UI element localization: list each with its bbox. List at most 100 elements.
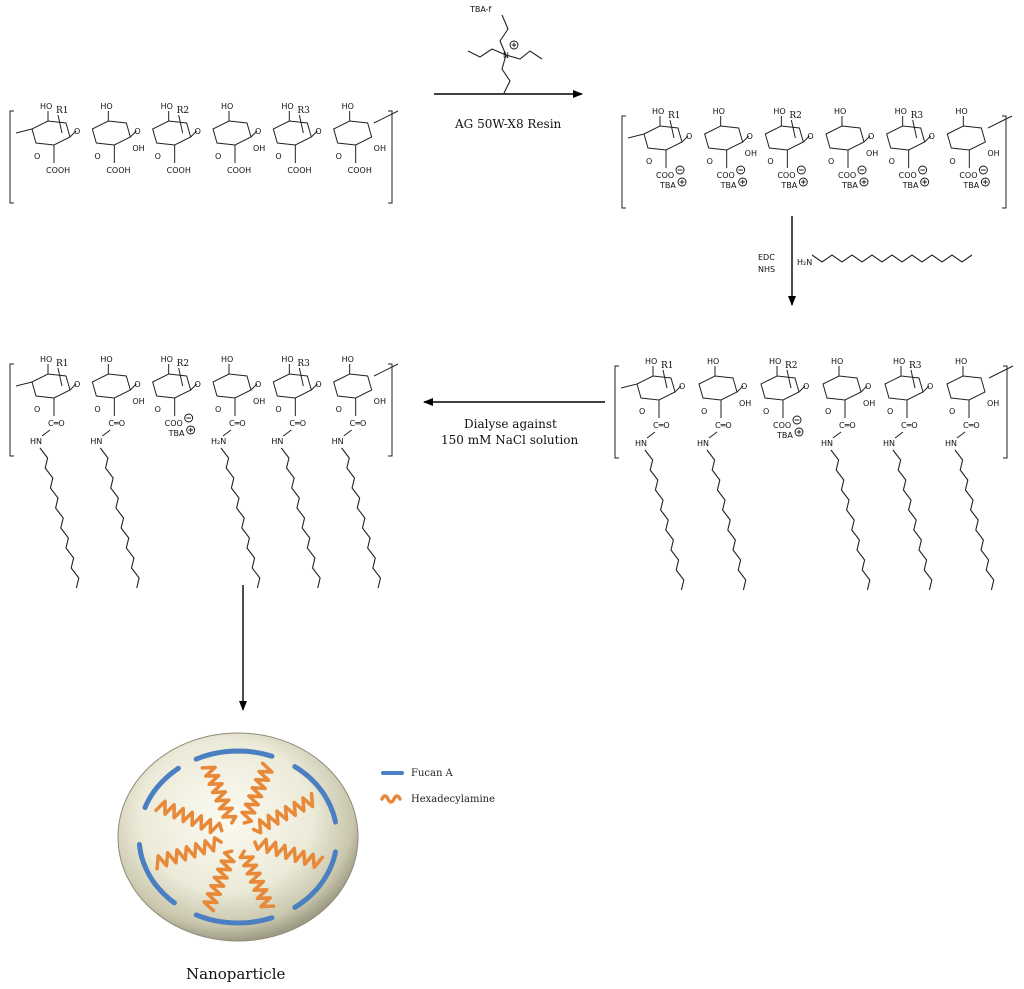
hydroxyl-label: OH xyxy=(863,399,875,408)
amide-bond xyxy=(41,429,51,437)
substituent-label: R2 xyxy=(177,359,190,369)
ring-oxygen-label: O xyxy=(707,157,713,166)
dialysis-line1: Dialyse against xyxy=(464,417,557,431)
amide-carbonyl-label: C═O xyxy=(653,421,670,430)
hexadecylamine-reagent-chain xyxy=(811,254,973,263)
glycosidic-bond xyxy=(250,383,258,391)
glycosidic-oxygen-label: O xyxy=(255,127,261,136)
terminal-bond xyxy=(987,115,1013,129)
hydroxyl-label: HO xyxy=(40,102,52,111)
nanoparticle-body xyxy=(117,732,359,942)
hydroxyl-label: HO xyxy=(707,357,719,366)
tba-counterion-label: TBA xyxy=(720,181,737,190)
hydroxyl-label: HO xyxy=(773,107,785,116)
tba-counterion-label: TBA xyxy=(962,181,979,190)
glycosidic-oxygen-label: O xyxy=(195,127,201,136)
ring-oxygen-label: O xyxy=(949,407,955,416)
substituent-bond xyxy=(298,114,304,134)
amide-carbonyl-label: C═O xyxy=(350,419,367,428)
terminal-bond xyxy=(15,128,33,134)
glycosidic-bond xyxy=(863,135,871,143)
tba-counterion-label: TBA xyxy=(659,181,676,190)
carboxylic-acid-label: COOH xyxy=(167,166,191,175)
substituent-bond xyxy=(178,114,184,134)
legend-hexadecylamine-swatch xyxy=(380,794,402,804)
glycosidic-oxygen-label: O xyxy=(134,127,140,136)
substituent-bond xyxy=(912,119,918,139)
ring-oxygen-label: O xyxy=(155,405,161,414)
hydroxyl-label: HO xyxy=(713,107,725,116)
amide-nh-label: HN xyxy=(90,437,102,446)
hydroxyl-label: HO xyxy=(834,107,846,116)
hydroxyl-label: OH xyxy=(253,397,265,406)
glycosidic-oxygen-label: O xyxy=(927,382,933,391)
hexadecyl-chain xyxy=(644,449,685,591)
carboxylate-label: COO xyxy=(777,171,795,180)
pyranose-ring xyxy=(704,125,744,151)
legend: Fucan A Hexadecylamine xyxy=(380,768,495,805)
fucan-a-tba-salt-polymer: OHOOR1COOTBAOHOOOHCOOTBAOHOOR2COOTBAOHOO… xyxy=(621,107,1013,209)
ring-oxygen-label: O xyxy=(828,157,834,166)
hydroxyl-label: HO xyxy=(342,355,354,364)
substituent-label: R3 xyxy=(297,106,310,116)
tba-label: TBA-f xyxy=(469,5,492,14)
edc-label: EDC xyxy=(758,253,775,262)
hexadecylamine-core-chain xyxy=(200,765,238,825)
pyranose-ring xyxy=(152,373,192,399)
fucan-shell-segment xyxy=(292,764,338,825)
substituent-label: R1 xyxy=(56,106,69,116)
glycosidic-bond xyxy=(742,135,750,143)
glycosidic-bond xyxy=(69,130,77,138)
hexadecylamine-core-chain xyxy=(240,761,274,825)
hexadecylamine-core-chain xyxy=(155,836,223,871)
terminal-bond xyxy=(627,133,645,139)
pyranose-ring xyxy=(212,373,252,399)
pyranose-ring xyxy=(636,375,676,401)
hydroxyl-label: HO xyxy=(955,357,967,366)
hexadecyl-chain xyxy=(830,449,871,591)
glycosidic-oxygen-label: O xyxy=(747,132,753,141)
amide-bond xyxy=(708,431,718,439)
hydroxyl-label: OH xyxy=(374,397,386,406)
tba-reagent: TBA-f N xyxy=(467,5,543,94)
ring-oxygen-label: O xyxy=(887,407,893,416)
amide-nh-label: HN xyxy=(945,439,957,448)
terminal-bond xyxy=(373,363,399,377)
glycosidic-oxygen-label: O xyxy=(741,382,747,391)
substituent-label: R2 xyxy=(789,111,802,121)
hexadecyl-chain xyxy=(280,447,321,589)
amide-nh-label: HN xyxy=(30,437,42,446)
ring-oxygen-label: O xyxy=(155,152,161,161)
amide-carbonyl-label: C═O xyxy=(229,419,246,428)
ring-oxygen-label: O xyxy=(949,157,955,166)
pyranose-ring xyxy=(91,120,131,146)
pyranose-ring xyxy=(886,125,926,151)
pyranose-ring xyxy=(31,120,71,146)
ring-oxygen-label: O xyxy=(275,152,281,161)
repeat-bracket-right xyxy=(1003,365,1008,459)
hydroxyl-label: OH xyxy=(745,149,757,158)
hydroxyl-label: HO xyxy=(955,107,967,116)
fucan-a-shell-segments xyxy=(136,748,338,926)
substituent-label: R2 xyxy=(177,106,190,116)
pyranose-ring xyxy=(946,125,986,151)
dialysis-line2: 150 mM NaCl solution xyxy=(441,433,579,447)
terminal-bond xyxy=(988,365,1014,379)
hexadecyl-chain xyxy=(220,447,261,589)
substituent-bond xyxy=(57,367,63,387)
hexadecylamine-core-chain xyxy=(251,791,315,835)
carboxylate-label: COO xyxy=(959,171,977,180)
legend-hexadecylamine-label: Hexadecylamine xyxy=(411,794,495,805)
amide-nh-label: H₂N xyxy=(211,437,226,446)
fucan-shell-segment xyxy=(136,842,177,906)
glycosidic-oxygen-label: O xyxy=(255,380,261,389)
amide-nh-label: HN xyxy=(271,437,283,446)
amide-carbonyl-label: C═O xyxy=(48,419,65,428)
amide-nh-label: HN xyxy=(821,439,833,448)
amide-bond xyxy=(283,429,292,437)
hydroxyl-label: HO xyxy=(100,355,112,364)
pyranose-ring xyxy=(272,120,312,146)
fucan-a-hexadecylamine-conjugate-dialysed: OHOOR1C═OHNOHOOOHC═OHNOHOOR2COOTBAOHOOOH… xyxy=(9,355,399,589)
ring-oxygen-label: O xyxy=(94,152,100,161)
amide-carbonyl-label: C═O xyxy=(963,421,980,430)
